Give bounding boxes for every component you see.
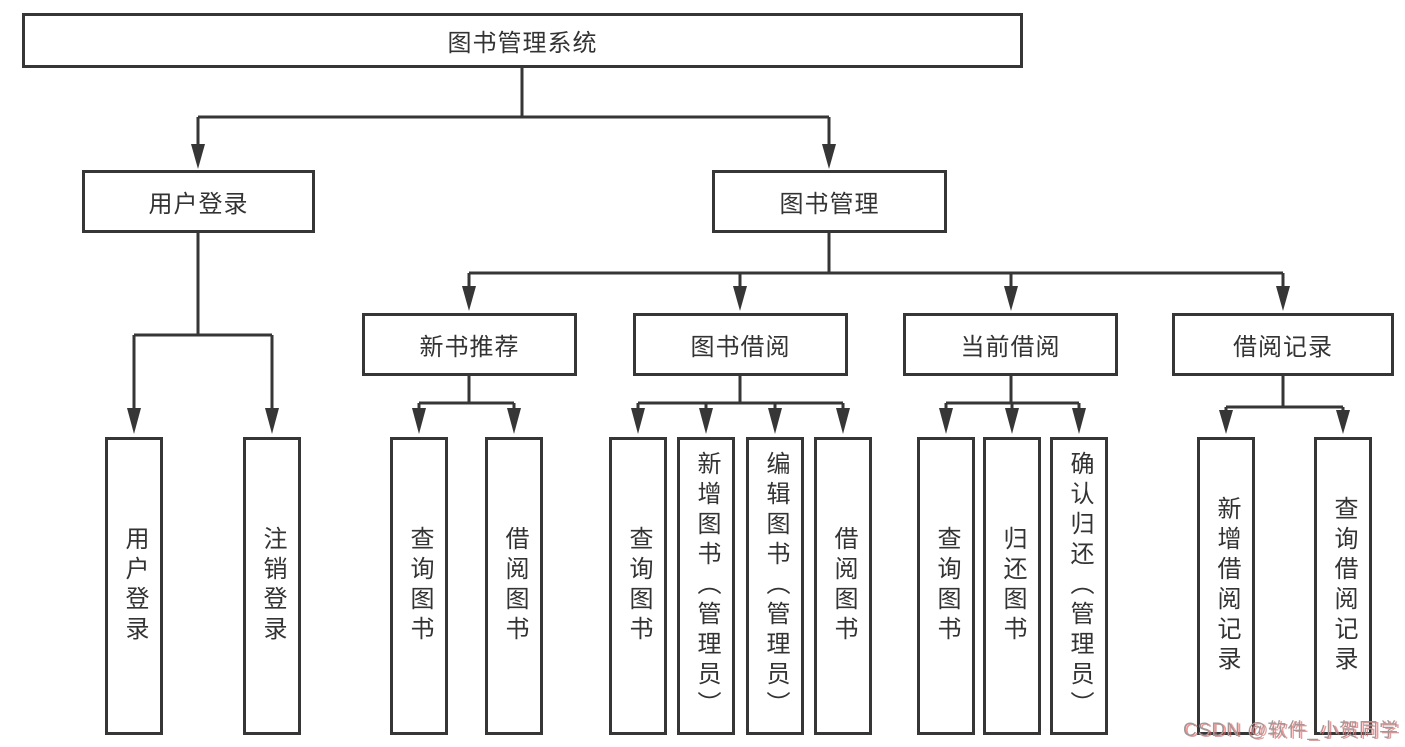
connector-borrow-records [1224,376,1345,412]
node-new-book-recommend: 新书推荐 [362,313,577,376]
leaf-current-confirm-return-admin: 确认归还（管理员） [1050,437,1108,735]
connector-user-login [132,233,274,410]
arrowhead [1004,286,1018,311]
node-label: 图书借阅 [690,334,791,361]
leaf-user-login: 用户登录 [105,437,163,735]
arrowhead [733,286,747,311]
connector-new-book [417,376,516,410]
node-user-login: 用户登录 [82,170,315,233]
node-label: 确认归还（管理员） [1066,451,1093,721]
node-label: 用户登录 [148,191,249,218]
leaf-borrow-query-books: 查询图书 [609,437,667,735]
arrowhead [836,408,850,434]
connector-book-borrow [636,376,845,410]
leaf-recommend-query-books: 查询图书 [390,437,448,735]
node-label: 查询借阅记录 [1330,496,1357,676]
arrowhead [265,408,279,434]
arrowhead [462,286,476,311]
leaf-records-add-record: 新增借阅记录 [1197,437,1255,735]
node-label: 编辑图书（管理员） [762,451,789,721]
arrowhead [631,408,645,434]
leaf-borrow-borrow-books: 借阅图书 [814,437,872,735]
arrowhead [939,408,953,434]
connector-root [196,68,831,146]
arrowhead [412,408,426,434]
arrowhead [1336,410,1350,434]
node-label: 图书管理 [779,191,880,218]
node-borrow-records: 借阅记录 [1172,313,1394,376]
node-label: 当前借阅 [960,334,1061,361]
node-label: 归还图书 [999,526,1026,646]
arrowhead [768,408,782,434]
arrowhead [822,144,836,169]
node-label: 注销登录 [259,526,286,646]
leaf-records-query-record: 查询借阅记录 [1314,437,1372,735]
connector-book-management [467,233,1285,288]
arrowhead [1005,408,1019,434]
node-label: 查询图书 [625,526,652,646]
arrowhead [1072,408,1086,434]
node-label: 借阅记录 [1233,334,1333,361]
arrowhead [1276,286,1290,311]
node-label: 用户登录 [121,526,148,646]
leaf-borrow-edit-books-admin: 编辑图书（管理员） [746,437,804,735]
node-label: 借阅图书 [501,526,528,646]
node-label: 借阅图书 [830,526,857,646]
leaf-recommend-borrow-books: 借阅图书 [485,437,543,735]
csdn-watermark: CSDN @软件_小贺同学 [1183,720,1399,741]
arrowhead [699,408,713,434]
arrowhead [507,408,521,434]
node-label: 新书推荐 [419,334,520,361]
arrowhead [191,144,205,169]
node-book-management: 图书管理 [712,170,947,233]
node-label: 图书管理系统 [447,30,598,57]
leaf-current-query-books: 查询图书 [917,437,975,735]
leaf-logout: 注销登录 [243,437,301,735]
node-label: 新增图书（管理员） [693,451,720,721]
arrowhead [127,408,141,434]
node-label: 查询图书 [933,526,960,646]
connector-current-borrow [944,376,1081,410]
node-label: 查询图书 [406,526,433,646]
node-root-system: 图书管理系统 [22,13,1023,68]
arrowhead [1219,410,1233,434]
node-label: 新增借阅记录 [1213,496,1240,676]
node-current-borrow: 当前借阅 [903,313,1118,376]
node-book-borrow: 图书借阅 [633,313,848,376]
leaf-borrow-add-books-admin: 新增图书（管理员） [677,437,735,735]
leaf-current-return-books: 归还图书 [983,437,1041,735]
